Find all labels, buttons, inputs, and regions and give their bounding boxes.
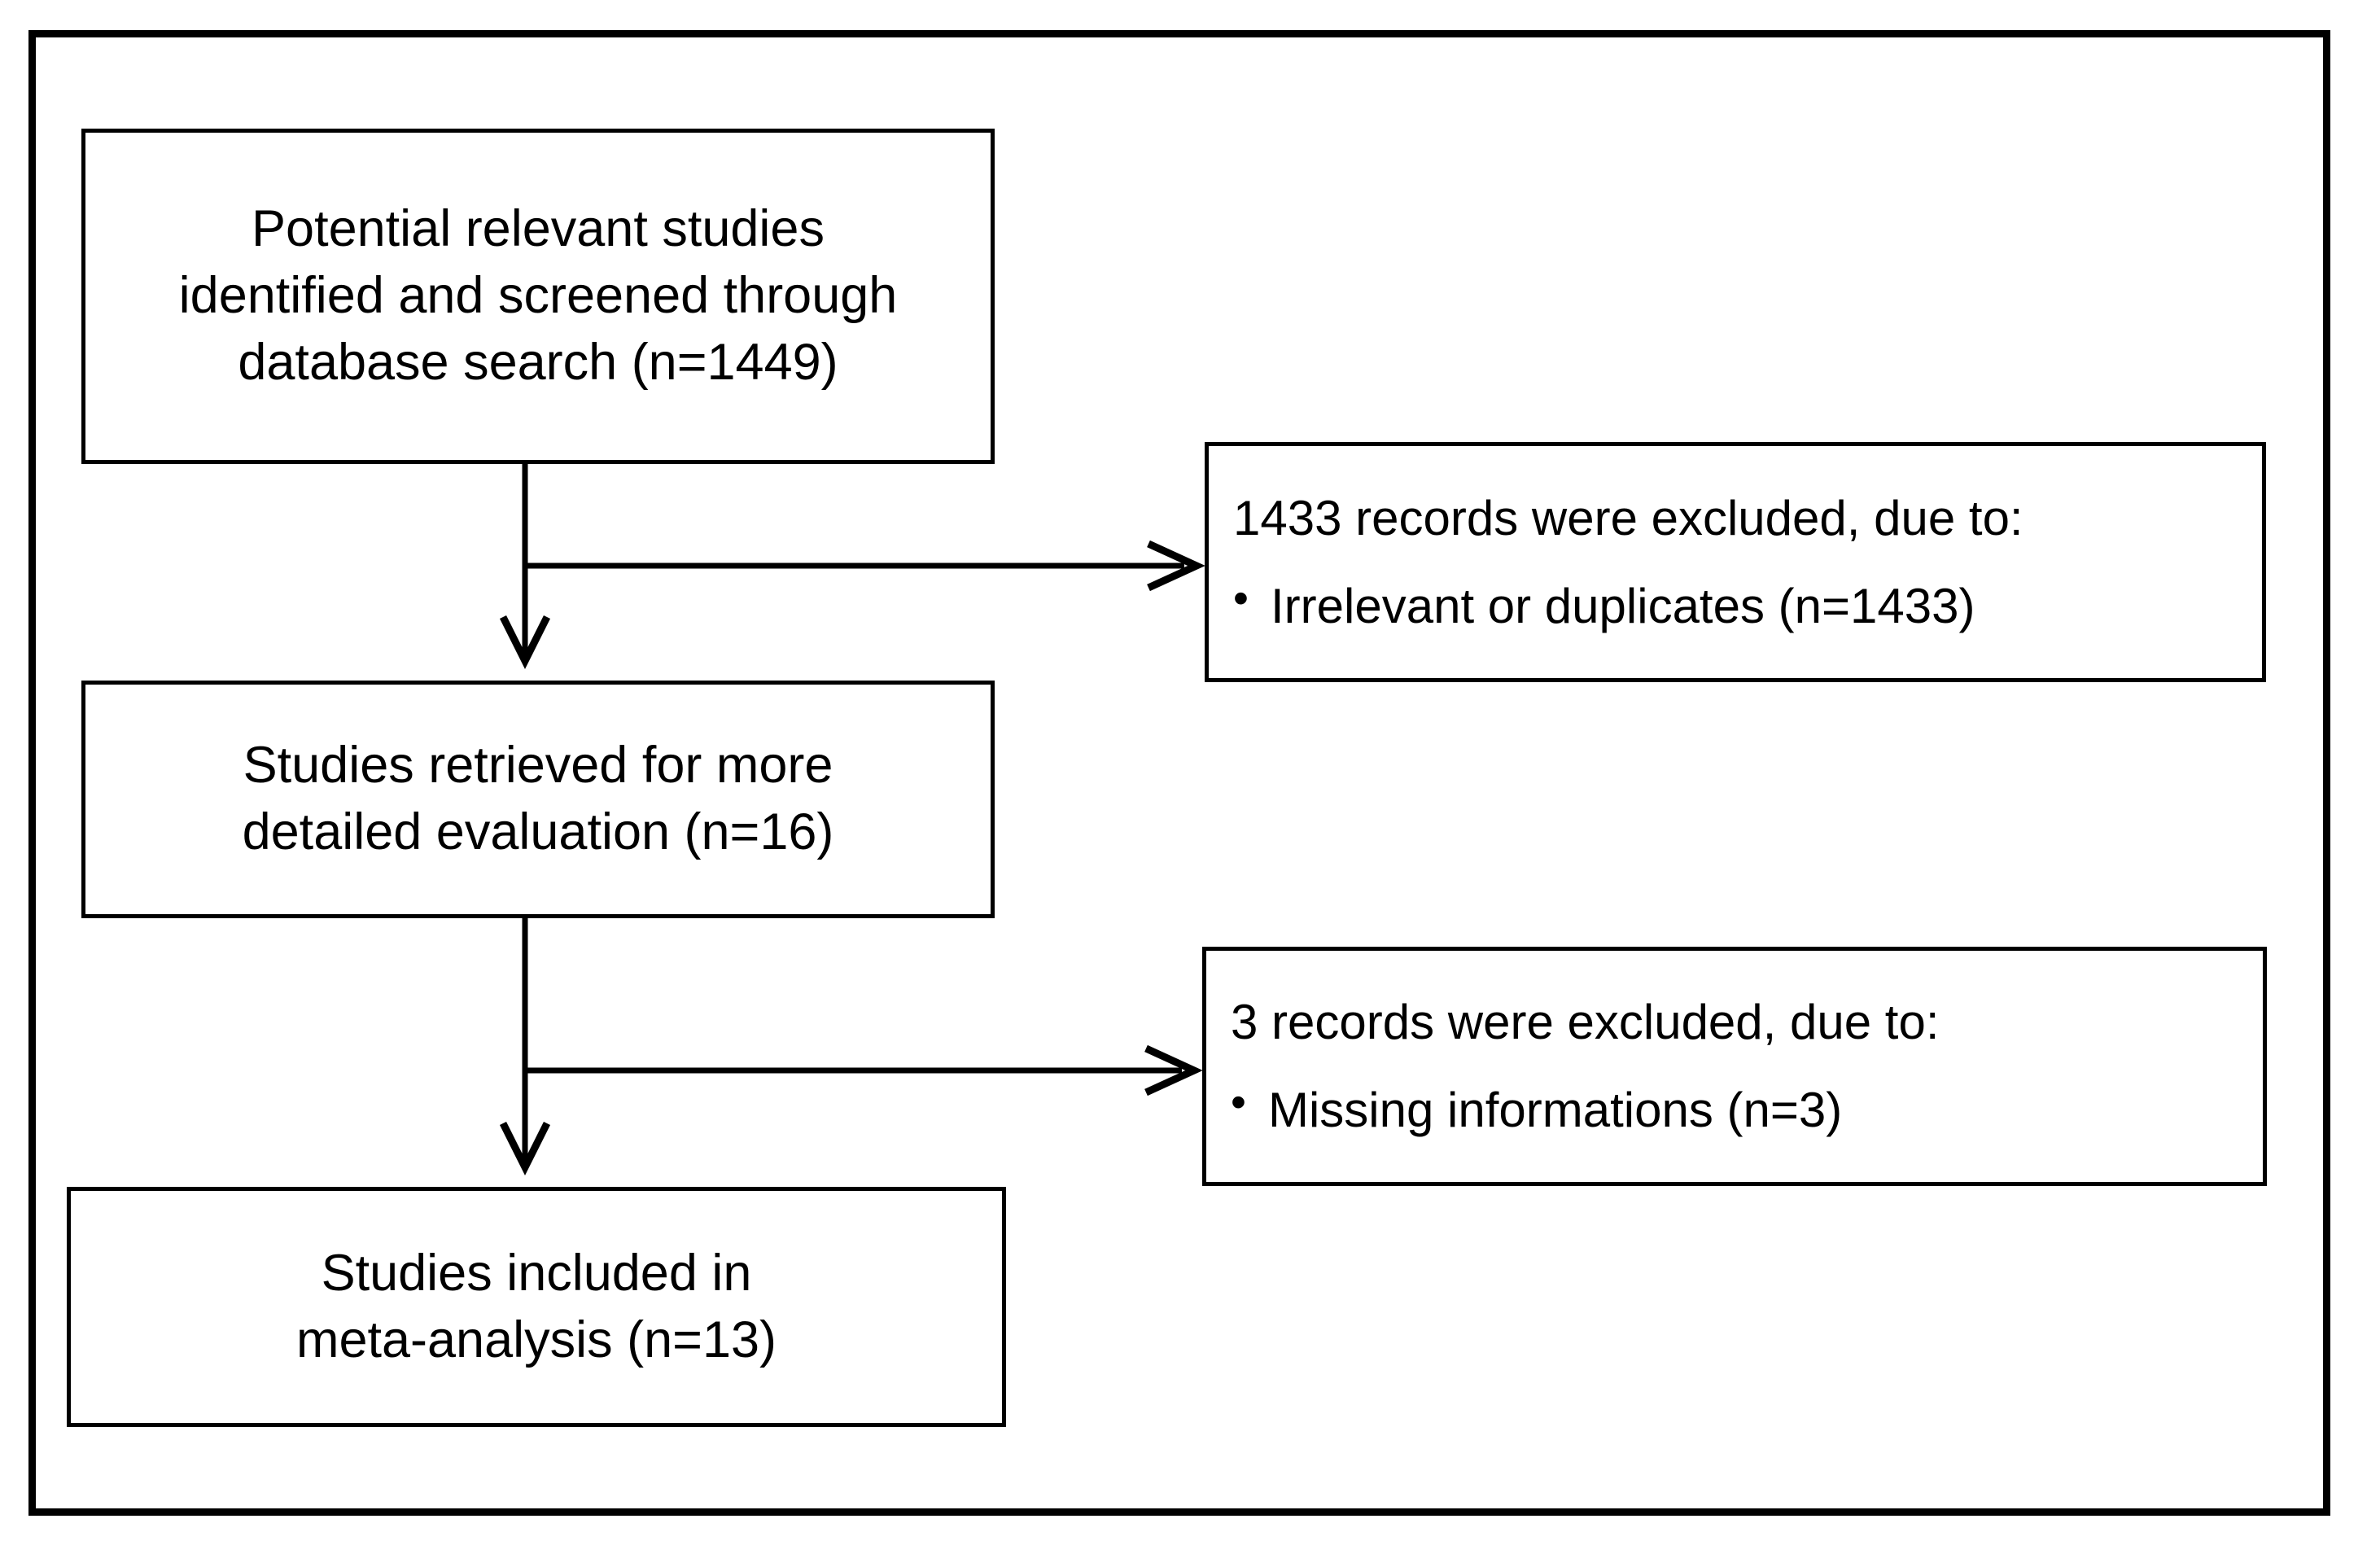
diagram-outer-frame: [28, 30, 2330, 1516]
excluded-1-reason: Irrelevant or duplicates (n=1433): [1271, 578, 1975, 633]
box-studies-retrieved: Studies retrieved for more detailed eval…: [81, 681, 995, 918]
excluded-2-bullet-row: • Missing informations (n=3): [1231, 1078, 1843, 1142]
box-retrieved-line-2: detailed evaluation (n=16): [242, 803, 834, 860]
excluded-2-heading: 3 records were excluded, due to:: [1231, 995, 1940, 1049]
bullet-icon: •: [1233, 573, 1249, 623]
box-records-excluded-1: 1433 records were excluded, due to: • Ir…: [1205, 442, 2266, 682]
bullet-icon: •: [1231, 1078, 1246, 1127]
box-records-excluded-2: 3 records were excluded, due to: • Missi…: [1202, 947, 2267, 1186]
box-retrieved-line-1: Studies retrieved for more: [243, 737, 833, 794]
excluded-2-reason: Missing informations (n=3): [1268, 1083, 1843, 1137]
box-included-line-1: Studies included in: [321, 1244, 752, 1302]
box-studies-identified: Potential relevant studies identified an…: [81, 129, 995, 464]
excluded-1-heading: 1433 records were excluded, due to:: [1233, 490, 2023, 545]
box-identified-line-3: database search (n=1449): [238, 333, 838, 391]
excluded-1-bullet-row: • Irrelevant or duplicates (n=1433): [1233, 573, 1975, 638]
box-identified-line-1: Potential relevant studies: [252, 200, 825, 258]
box-included-line-2: meta-analysis (n=13): [295, 1311, 777, 1368]
box-identified-line-2: identified and screened through: [178, 267, 898, 325]
box-studies-included: Studies included in meta-analysis (n=13): [67, 1187, 1006, 1427]
